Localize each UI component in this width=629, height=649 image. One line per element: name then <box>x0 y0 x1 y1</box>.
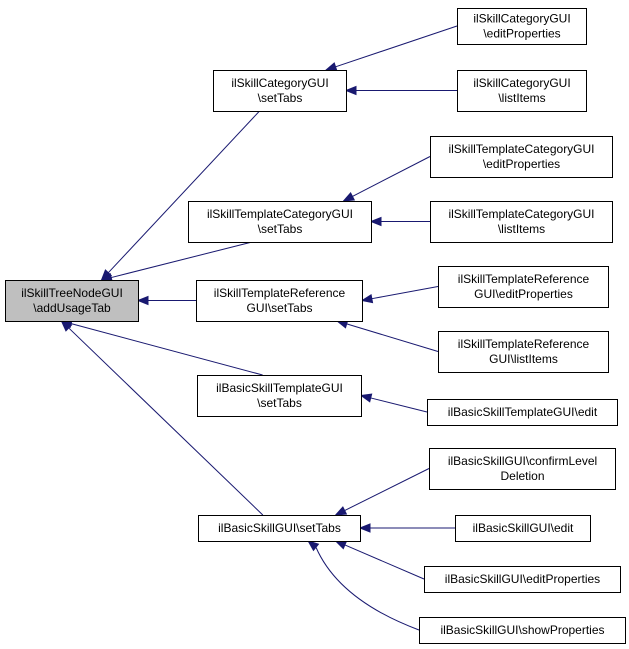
node-label-line: \setTabs <box>258 91 303 105</box>
node-box <box>5 280 139 322</box>
node-label-line: ilSkillTemplateCategoryGUI <box>448 207 594 221</box>
arrowhead-bs_showprops-to-bs_settabs <box>307 540 320 552</box>
node-bst-settabs[interactable]: ilBasicSkillTemplateGUI\setTabs <box>197 375 362 417</box>
node-label-line: \editProperties <box>483 157 560 171</box>
node-bs-showprops[interactable]: ilBasicSkillGUI\showProperties <box>419 617 626 644</box>
edge-bs_showprops-to-bs_settabs <box>315 547 420 631</box>
node-box <box>457 70 587 112</box>
node-box <box>198 515 361 542</box>
arrowhead-tcat_listitems-to-tcat_settabs <box>369 216 382 227</box>
arrowhead-bs_settabs-to-root <box>60 320 73 332</box>
arrowhead-cat_editprops-to-cat_settabs <box>324 62 338 72</box>
node-label-line: ilBasicSkillGUI\setTabs <box>218 521 341 535</box>
node-box <box>430 201 613 243</box>
node-label-line: ilSkillTemplateCategoryGUI <box>207 207 353 221</box>
node-label-line: \setTabs <box>257 396 302 410</box>
node-label-line: ilBasicSkillGUI\confirmLevel <box>448 454 597 468</box>
node-label-line: GUI\editProperties <box>474 287 573 301</box>
node-label-line: ilSkillTreeNodeGUI <box>21 286 123 300</box>
node-label-line: ilSkillTemplateReference <box>214 286 346 300</box>
edge-bs_editprops-to-bs_settabs <box>344 544 425 580</box>
arrowhead-tref_settabs-to-root <box>136 295 149 306</box>
node-box <box>438 331 609 373</box>
edge-cat_editprops-to-cat_settabs <box>335 25 458 68</box>
node-label-line: ilSkillCategoryGUI <box>473 76 570 90</box>
node-box <box>427 399 618 426</box>
node-label-line: Deletion <box>500 469 544 483</box>
node-cat-listitems[interactable]: ilSkillCategoryGUI\listItems <box>457 70 587 112</box>
nodes-layer: ilSkillTreeNodeGUI\addUsageTab ilSkillCat… <box>5 8 626 644</box>
arrowhead-tref_editprops-to-tref_settabs <box>360 293 374 304</box>
node-label-line: \listItems <box>498 222 545 236</box>
node-bs-settabs[interactable]: ilBasicSkillGUI\setTabs <box>198 515 361 542</box>
arrowhead-bs_editprops-to-bs_settabs <box>334 540 348 550</box>
node-label-line: GUI\setTabs <box>246 301 312 315</box>
edge-tref_listitems-to-tref_settabs <box>346 323 439 352</box>
edges-layer <box>60 25 458 631</box>
edge-bst_settabs-to-root <box>71 323 263 376</box>
edge-bs_confirm-to-bs_settabs <box>344 468 430 511</box>
node-cat-editprops[interactable]: ilSkillCategoryGUI\editProperties <box>457 8 587 45</box>
node-tcat-settabs[interactable]: ilSkillTemplateCategoryGUI\setTabs <box>188 201 372 243</box>
node-bs-edit[interactable]: ilBasicSkillGUI\edit <box>455 515 591 542</box>
node-cat-settabs[interactable]: ilSkillCategoryGUI\setTabs <box>213 70 347 112</box>
node-box <box>419 617 626 644</box>
arrowhead-bst_edit-to-bst_settabs <box>359 393 373 403</box>
node-box <box>457 8 587 45</box>
node-label-line: ilBasicSkillGUI\editProperties <box>445 572 600 586</box>
arrowhead-cat_listitems-to-cat_settabs <box>344 85 357 96</box>
edge-bs_settabs-to-root <box>68 327 264 516</box>
edge-tcat_editprops-to-tcat_settabs <box>352 156 431 197</box>
arrowhead-tcat_editprops-to-tcat_settabs <box>342 191 356 202</box>
node-label-line: \listItems <box>498 91 545 105</box>
node-box <box>188 201 372 243</box>
node-label-line: GUI\listItems <box>489 352 558 366</box>
node-label-line: ilBasicSkillGUI\edit <box>473 521 574 535</box>
node-box <box>213 70 347 112</box>
node-label-line: ilBasicSkillGUI\showProperties <box>440 623 604 637</box>
node-bs-editprops[interactable]: ilBasicSkillGUI\editProperties <box>424 566 621 593</box>
node-label-line: \editProperties <box>483 27 560 41</box>
node-box <box>429 448 616 490</box>
node-label-line: \setTabs <box>258 222 303 236</box>
node-label-line: ilSkillTemplateReference <box>458 337 590 351</box>
node-tcat-editprops[interactable]: ilSkillTemplateCategoryGUI\editPropertie… <box>430 136 613 178</box>
edge-tcat_settabs-to-root <box>111 241 253 279</box>
node-box <box>430 136 613 178</box>
node-label-line: ilBasicSkillTemplateGUI\edit <box>448 405 598 419</box>
node-label-line: ilSkillCategoryGUI <box>231 76 328 90</box>
edge-tref_editprops-to-tref_settabs <box>371 286 439 300</box>
node-bst-edit[interactable]: ilBasicSkillTemplateGUI\edit <box>427 399 618 426</box>
edge-bst_edit-to-bst_settabs <box>370 397 428 413</box>
node-box <box>438 266 609 308</box>
node-box <box>455 515 591 542</box>
arrowhead-bs_edit-to-bs_settabs <box>358 523 371 533</box>
node-label-line: \addUsageTab <box>33 301 111 315</box>
node-box <box>424 566 621 593</box>
node-tref-editprops[interactable]: ilSkillTemplateReferenceGUI\editProperti… <box>438 266 609 308</box>
node-tcat-listitems[interactable]: ilSkillTemplateCategoryGUI\listItems <box>430 201 613 243</box>
arrowhead-bs_confirm-to-bs_settabs <box>334 506 348 516</box>
node-box <box>196 280 363 322</box>
node-label-line: ilBasicSkillTemplateGUI <box>216 381 343 395</box>
edge-cat_settabs-to-root <box>107 110 260 274</box>
node-label-line: ilSkillCategoryGUI <box>473 12 570 26</box>
node-box <box>197 375 362 417</box>
node-label-line: ilSkillTemplateCategoryGUI <box>448 142 594 156</box>
node-root[interactable]: ilSkillTreeNodeGUI\addUsageTab <box>5 280 139 322</box>
node-label-line: ilSkillTemplateReference <box>458 272 590 286</box>
